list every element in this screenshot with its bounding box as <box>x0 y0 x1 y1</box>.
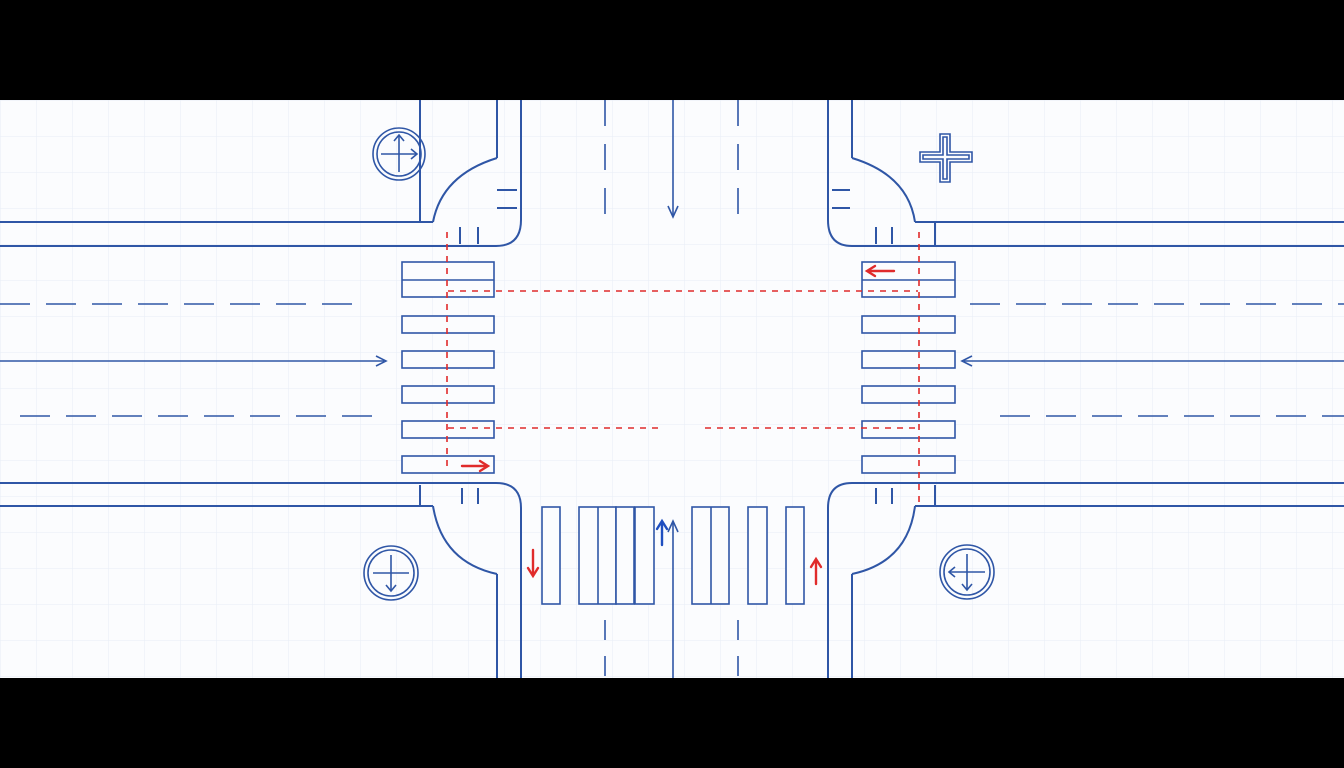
curb-bottom-left-arc <box>432 505 498 575</box>
curb-top-right-end <box>915 221 936 246</box>
crosswalk-stripe <box>861 385 956 404</box>
curb-top-right-outer <box>827 100 1344 247</box>
crosswalk-stripe <box>615 506 635 605</box>
pedestrian-signal-arrows <box>460 264 896 586</box>
intersection-diagram <box>0 100 1344 678</box>
crosswalk-stripe <box>747 506 768 605</box>
plus-sign-icon <box>919 133 973 183</box>
crosswalk-stripe <box>785 506 805 605</box>
crosswalk-stripe <box>861 350 956 369</box>
arrow-left-icon <box>960 355 1344 367</box>
crosswalk-south <box>541 506 805 605</box>
arrow-cross-circle-icon <box>363 545 419 601</box>
crosswalk-stripe <box>861 420 956 439</box>
curb-top-left-outer <box>0 100 522 247</box>
letterbox-top <box>0 0 1344 100</box>
pedestrian-paths <box>446 232 920 506</box>
crosswalk-stripe <box>861 315 956 334</box>
arrow-cross-circle-icon <box>939 544 995 600</box>
curb-bottom-left-outer <box>0 482 522 678</box>
blue-arrow-up-icon <box>655 518 669 547</box>
red-arrow-up-icon <box>809 556 823 586</box>
curb-bottom-right-outer <box>827 482 1344 678</box>
crosswalk-stripe <box>401 315 495 334</box>
curb-top-left-arc <box>432 157 498 223</box>
crosswalk-west <box>401 261 495 474</box>
crosswalk-stripe <box>634 506 655 605</box>
crosswalk-stripe <box>541 506 561 605</box>
red-arrow-right-icon <box>460 459 491 473</box>
arrow-right-icon <box>0 355 388 367</box>
crosswalk-stripe <box>861 455 956 474</box>
crosswalk-stripe <box>401 420 495 439</box>
letterbox-bottom <box>0 678 1344 768</box>
crosswalk-stripe <box>401 455 495 474</box>
lane-dashes <box>0 100 1344 678</box>
grid-background <box>0 100 1344 678</box>
curb-bottom-right-arc <box>851 505 916 575</box>
curbs <box>0 100 1344 678</box>
red-arrow-left-icon <box>864 264 896 278</box>
crosswalk-stripe <box>401 350 495 369</box>
arrow-up-icon <box>667 519 679 678</box>
lane-direction-arrows <box>0 100 1344 678</box>
arrow-cross-circle-icon <box>372 127 426 181</box>
red-arrow-down-icon <box>526 548 540 579</box>
arrow-down-icon <box>667 100 679 219</box>
curb-top-right-arc <box>851 157 916 223</box>
crosswalk-stripe <box>401 385 495 404</box>
